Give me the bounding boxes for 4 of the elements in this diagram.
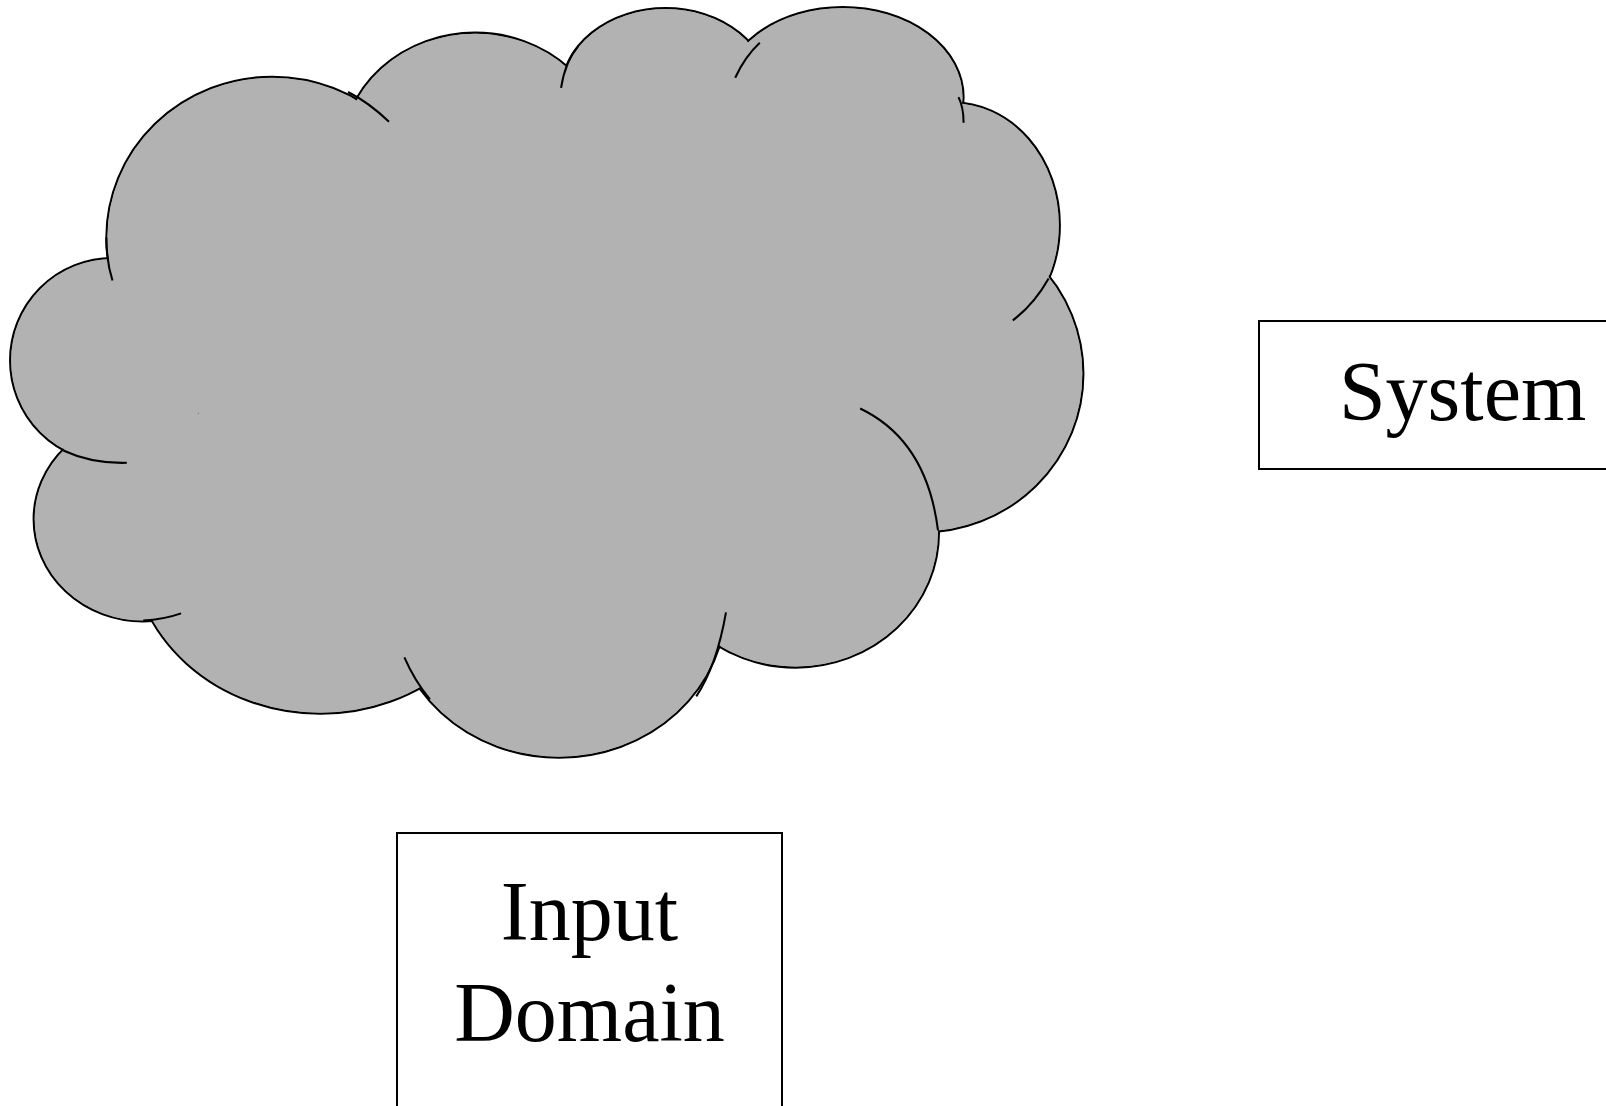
box-label: Input Domain [453,864,726,1062]
box-label: System [1338,344,1587,441]
text-box [396,831,783,1106]
text-box [1257,319,1606,471]
